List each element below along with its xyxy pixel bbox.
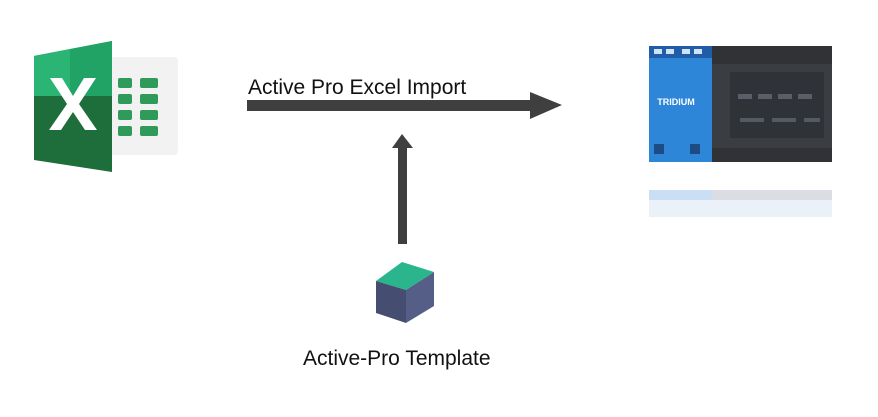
import-arrow	[247, 92, 562, 119]
template-label: Active-Pro Template	[303, 347, 491, 370]
import-label: Active Pro Excel Import	[248, 76, 467, 99]
template-arrow	[392, 134, 413, 244]
device-brand-label: TRIDIUM	[657, 97, 695, 107]
excel-icon	[34, 41, 178, 172]
cube-icon	[376, 262, 434, 323]
tridium-controller-icon: TRIDIUM	[649, 46, 832, 217]
